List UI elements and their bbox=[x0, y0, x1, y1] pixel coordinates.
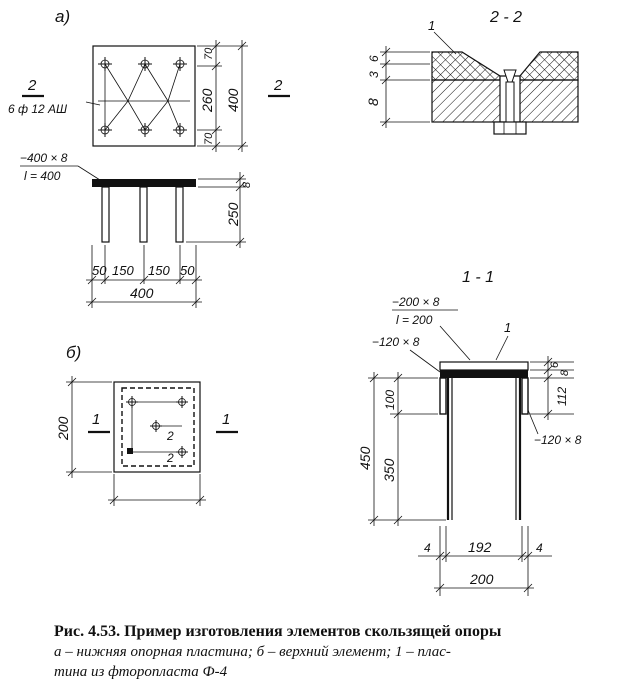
dims-1-1-left: 450 100 350 bbox=[357, 372, 446, 526]
dim-3-2-2: 3 bbox=[367, 71, 381, 78]
dim-70-bottom: 70 bbox=[203, 132, 215, 145]
section-mark-right-label: 2 bbox=[273, 77, 283, 94]
right-plate-size: −120 × 8 bbox=[534, 433, 582, 447]
section-1-1: 1 - 1 −200 × 8 l = 200 1 −120 × 8 −120 ×… bbox=[357, 269, 582, 596]
caption-title: Рис. 4.53. Пример изготовления элементов… bbox=[54, 623, 502, 640]
top-plate-size: −200 × 8 bbox=[392, 295, 440, 309]
section-1-1-callout: 1 bbox=[504, 320, 511, 335]
caption-line-2: а – нижняя опорная пластина; б – верхний… bbox=[54, 644, 451, 660]
rebar-label: 6 ф 12 АШ bbox=[8, 102, 68, 116]
dims-side-a: 8 250 bbox=[186, 172, 253, 248]
dim-450: 450 bbox=[357, 446, 373, 470]
dim-6-2-2: 6 bbox=[367, 55, 381, 62]
b-section-mark-left-label: 1 bbox=[92, 411, 100, 428]
dims-1-1-bottom: 4 192 4 200 bbox=[418, 526, 552, 596]
dim-400-h: 400 bbox=[130, 285, 154, 301]
dim-400-v: 400 bbox=[225, 88, 241, 112]
bolt-nut bbox=[493, 121, 527, 135]
dim-4-right: 4 bbox=[536, 541, 543, 555]
anchor-marks bbox=[98, 57, 187, 137]
section-2-2-title: 2 - 2 bbox=[489, 9, 522, 26]
fluoroplastic-layer-left bbox=[431, 51, 501, 81]
dim-8-a: 8 bbox=[241, 181, 253, 188]
dim-8-2-2: 8 bbox=[365, 98, 381, 106]
dim-50-left: 50 bbox=[92, 263, 107, 278]
inner-mark-2: 2 bbox=[166, 451, 174, 465]
dims-2-2: 6 3 8 bbox=[365, 46, 430, 128]
right-side-plate bbox=[521, 377, 529, 415]
dim-200-b: 200 bbox=[55, 416, 71, 441]
dim-6-1-1: 6 bbox=[549, 361, 561, 368]
callout-leader-2-2 bbox=[433, 31, 457, 55]
section-2-2: 2 - 2 1 6 3 8 bbox=[365, 9, 579, 135]
dims-b: 200 bbox=[55, 376, 206, 506]
view-b-tag: б) bbox=[66, 343, 81, 362]
fluoroplastic-strip bbox=[439, 361, 529, 371]
hidden-outline bbox=[121, 387, 195, 467]
dim-250: 250 bbox=[225, 202, 241, 227]
dims-bottom-a: 50 150 150 50 400 bbox=[86, 245, 202, 308]
plate-size-label: −400 × 8 bbox=[20, 151, 68, 165]
dim-200-1-1: 200 bbox=[469, 571, 494, 587]
base-plate-elevation bbox=[92, 179, 196, 187]
figure-caption: Рис. 4.53. Пример изготовления элементов… bbox=[54, 623, 502, 680]
dim-70-top: 70 bbox=[203, 47, 215, 60]
dim-50-right: 50 bbox=[180, 263, 195, 278]
section-1-1-title: 1 - 1 bbox=[462, 269, 494, 286]
dim-4-left: 4 bbox=[424, 541, 431, 555]
top-plate-length: l = 200 bbox=[396, 313, 433, 327]
rebar-leader bbox=[85, 101, 101, 106]
view-b: б) 2 2 1 1 200 bbox=[55, 343, 238, 506]
left-side-plate bbox=[439, 377, 447, 415]
dims-vertical-a: 70 260 70 400 bbox=[197, 40, 248, 152]
dim-112: 112 bbox=[555, 387, 569, 406]
plate-length-label: l = 400 bbox=[24, 169, 61, 183]
plan-plate-outline bbox=[92, 45, 196, 147]
upper-plate-outline bbox=[113, 381, 201, 473]
b-anchor-marks bbox=[126, 396, 188, 458]
dim-192: 192 bbox=[468, 539, 492, 555]
dims-1-1-top: 6 8 112 bbox=[530, 356, 574, 420]
inner-mark-1: 2 bbox=[166, 429, 174, 443]
rebar-lines bbox=[98, 63, 190, 131]
left-plate-size: −120 × 8 bbox=[372, 335, 420, 349]
caption-line-3: тина из фторопласта Ф-4 bbox=[54, 664, 228, 680]
dim-100: 100 bbox=[383, 390, 397, 410]
dim-150-a: 150 bbox=[112, 263, 134, 278]
section-2-2-callout: 1 bbox=[428, 18, 435, 33]
top-steel-plate bbox=[440, 370, 528, 378]
view-a-tag: а) bbox=[55, 7, 70, 26]
fluoroplastic-layer-right bbox=[519, 51, 579, 81]
b-section-mark-right-label: 1 bbox=[222, 411, 230, 428]
dim-150-b: 150 bbox=[148, 263, 170, 278]
view-a: а) 2 6 ф 12 АШ 2 bbox=[8, 7, 290, 308]
dim-260: 260 bbox=[199, 88, 215, 113]
dim-8-1-1: 8 bbox=[559, 369, 571, 376]
section-mark-left-label: 2 bbox=[27, 77, 37, 94]
dim-350: 350 bbox=[381, 458, 397, 482]
anchor-rods bbox=[101, 186, 184, 243]
